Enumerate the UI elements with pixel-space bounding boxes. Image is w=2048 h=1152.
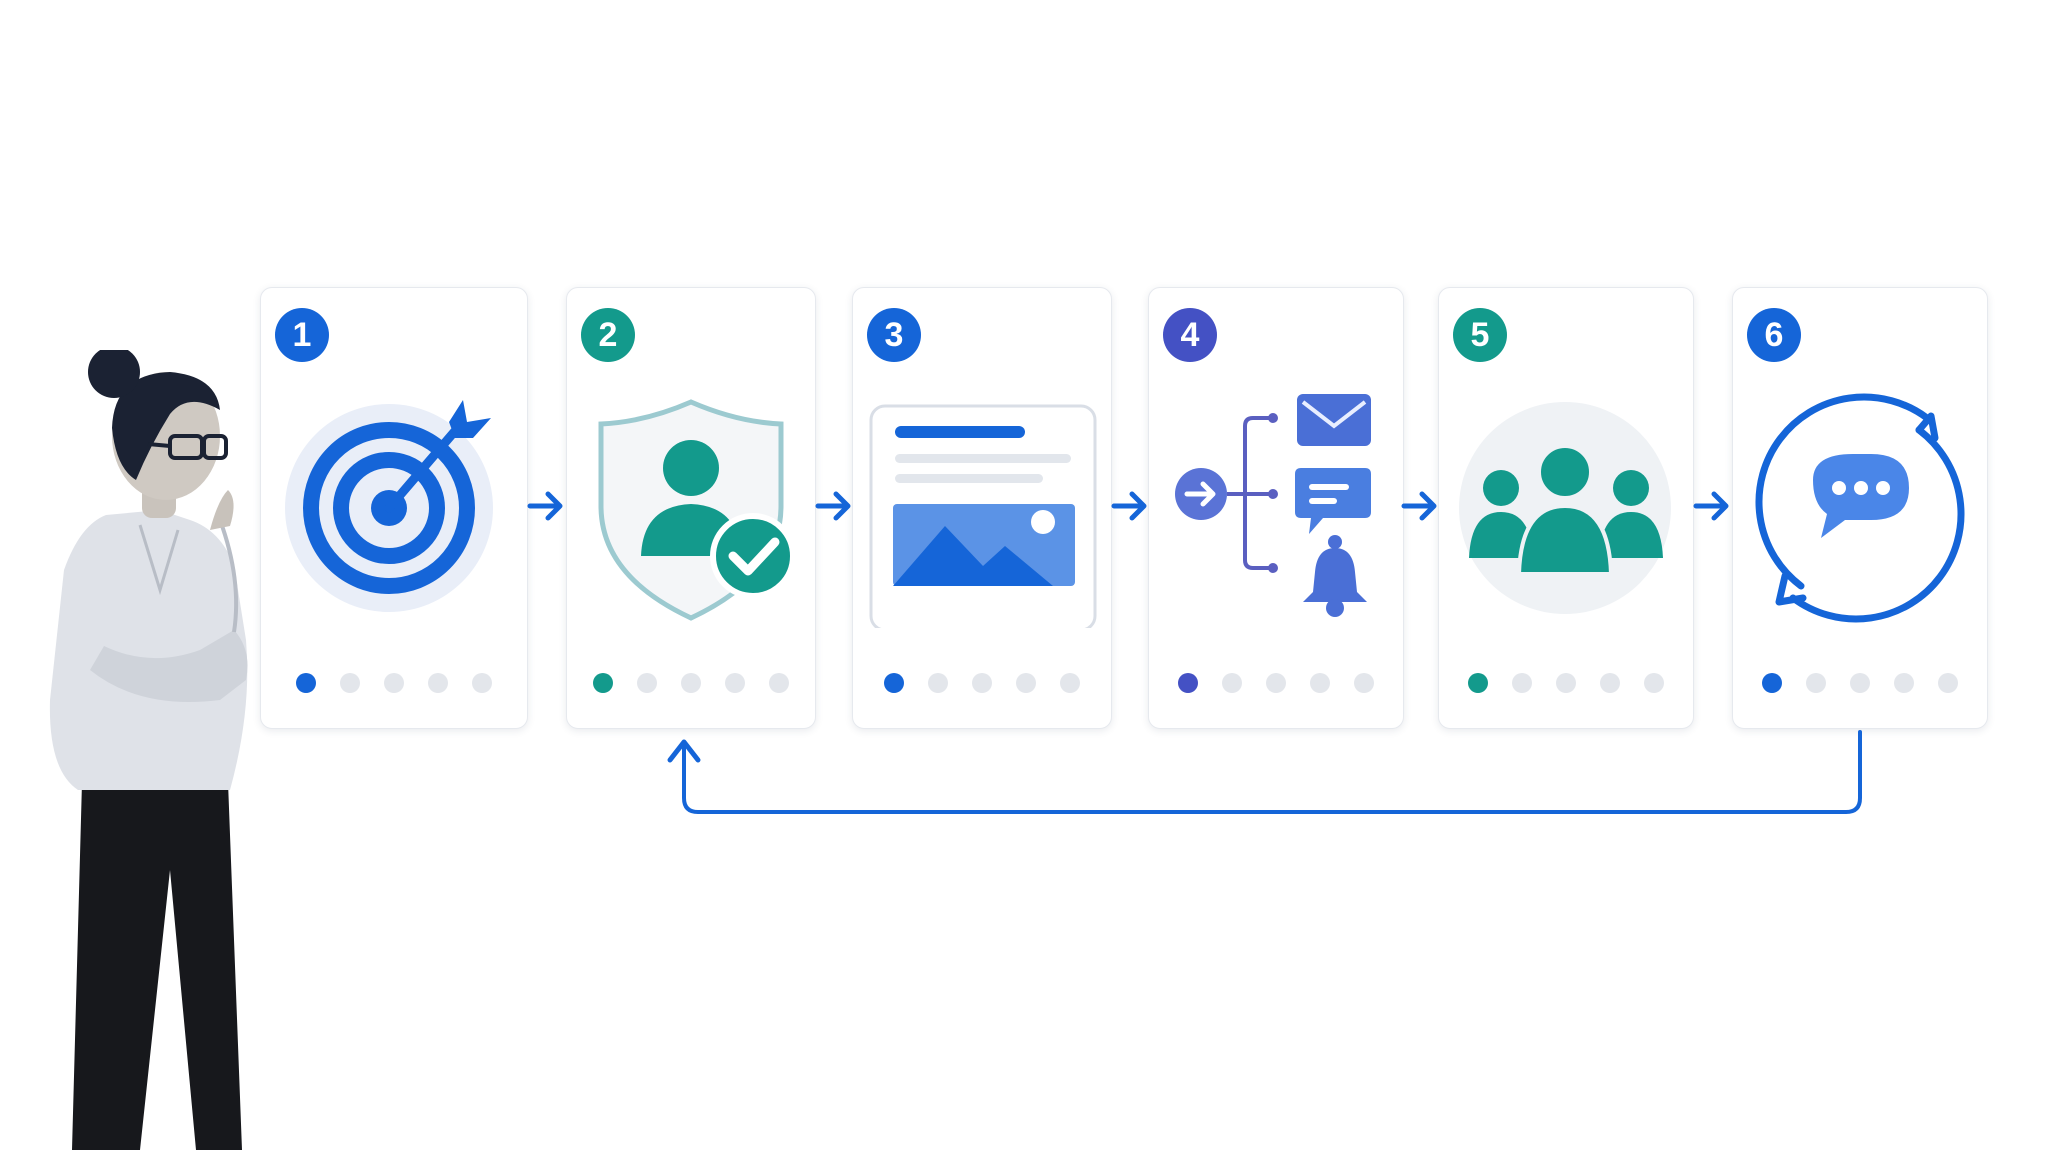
progress-dot <box>1016 673 1036 693</box>
notification-branch-icon <box>1149 388 1403 628</box>
progress-dot-active <box>1178 673 1198 693</box>
step-number-badge: 5 <box>1453 308 1507 362</box>
progress-dots <box>261 672 527 694</box>
arrow-right-icon <box>527 491 563 521</box>
progress-dot <box>384 673 404 693</box>
step-number-badge: 3 <box>867 308 921 362</box>
document-image-icon <box>853 388 1111 628</box>
progress-dot <box>428 673 448 693</box>
progress-dot <box>1556 673 1576 693</box>
progress-dot <box>681 673 701 693</box>
progress-dot <box>1806 673 1826 693</box>
progress-dot <box>1644 673 1664 693</box>
progress-dot <box>769 673 789 693</box>
arrow-right-icon <box>1401 491 1437 521</box>
progress-dots <box>1733 672 1987 694</box>
progress-dot <box>1222 673 1242 693</box>
progress-dot <box>1354 673 1374 693</box>
progress-dots <box>853 672 1111 694</box>
arrow-right-icon <box>1111 491 1147 521</box>
progress-dot <box>1600 673 1620 693</box>
progress-dots <box>567 672 815 694</box>
step-number-badge: 6 <box>1747 308 1801 362</box>
arrow-right-icon <box>1693 491 1729 521</box>
progress-dot-active <box>884 673 904 693</box>
progress-dot <box>972 673 992 693</box>
progress-dot <box>1060 673 1080 693</box>
step-card-3: 3 <box>852 287 1112 729</box>
progress-dot <box>340 673 360 693</box>
progress-dot <box>928 673 948 693</box>
progress-dot-active <box>296 673 316 693</box>
progress-dots <box>1439 672 1693 694</box>
step-card-5: 5 <box>1438 287 1694 729</box>
target-icon <box>261 388 527 628</box>
team-icon <box>1439 388 1693 628</box>
arrow-right-icon <box>815 491 851 521</box>
progress-dot <box>1894 673 1914 693</box>
step-card-4: 4 <box>1148 287 1404 729</box>
step-number-badge: 2 <box>581 308 635 362</box>
step-card-1: 1 <box>260 287 528 729</box>
progress-dot-active <box>1762 673 1782 693</box>
step-number-badge: 4 <box>1163 308 1217 362</box>
progress-dot <box>1310 673 1330 693</box>
progress-dots <box>1149 672 1403 694</box>
progress-dot <box>1850 673 1870 693</box>
progress-dot <box>637 673 657 693</box>
progress-dot <box>725 673 745 693</box>
progress-dot-active <box>1468 673 1488 693</box>
step-number-badge: 1 <box>275 308 329 362</box>
thinking-woman-illustration <box>49 350 248 1150</box>
progress-dot <box>1266 673 1286 693</box>
progress-dot <box>1938 673 1958 693</box>
step-card-6: 6 <box>1732 287 1988 729</box>
shield-user-check-icon <box>567 388 815 628</box>
progress-dot <box>1512 673 1532 693</box>
step-card-2: 2 <box>566 287 816 729</box>
progress-dot <box>472 673 492 693</box>
chat-cycle-icon <box>1733 388 1987 628</box>
progress-dot-active <box>593 673 613 693</box>
